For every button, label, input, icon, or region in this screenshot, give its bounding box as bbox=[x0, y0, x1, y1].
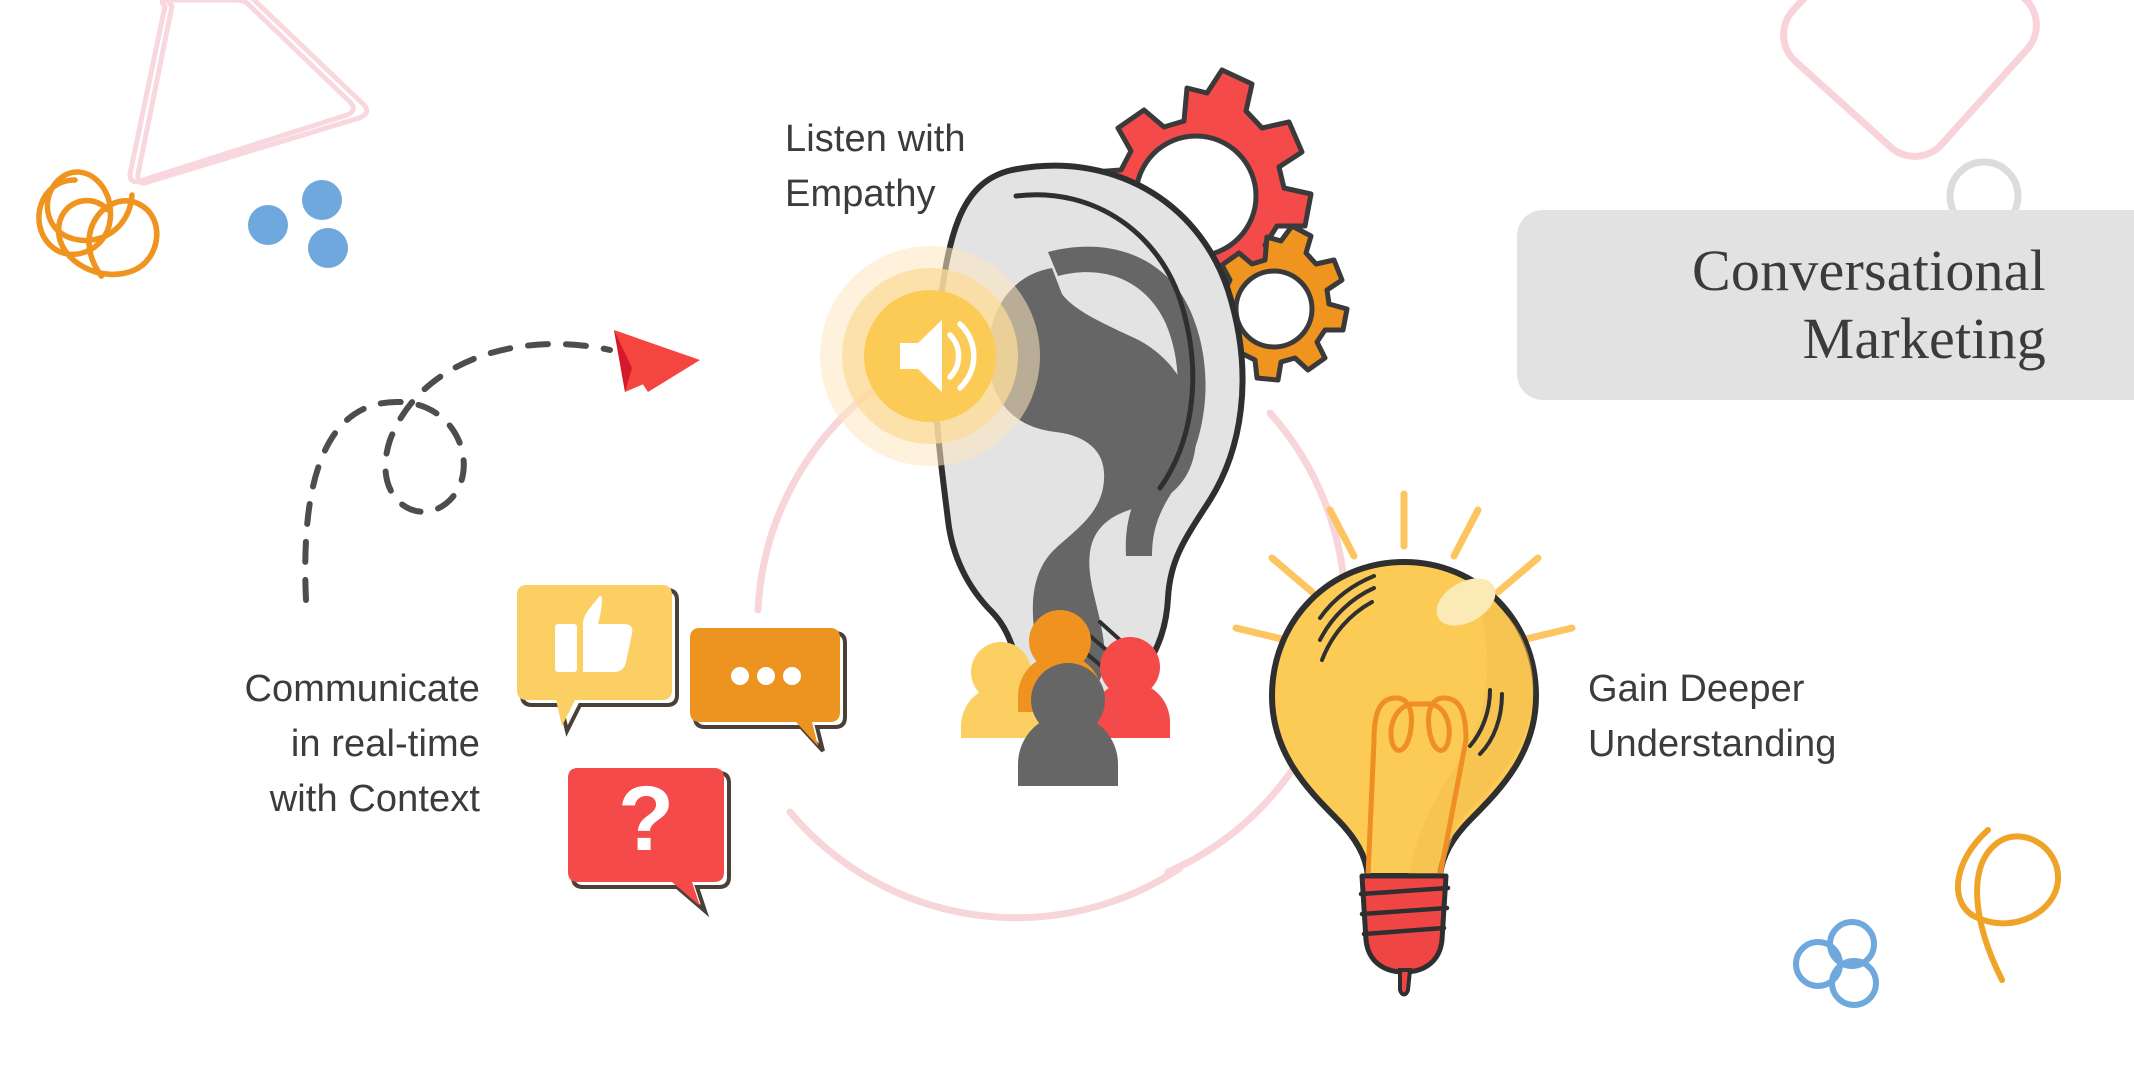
orbit-arc-left bbox=[754, 381, 884, 614]
gear-icon-small bbox=[1201, 223, 1350, 383]
typing-dots-chat-bubble-icon bbox=[690, 628, 847, 753]
svg-text:?: ? bbox=[618, 768, 674, 870]
orange-loop-squiggle bbox=[55, 197, 160, 279]
orange-loop-squiggle-bottom bbox=[1955, 827, 2062, 983]
orbit-arc-right bbox=[1164, 409, 1349, 876]
lightbulb-icon bbox=[1269, 559, 1539, 997]
orbit-arc-bottom bbox=[786, 808, 1184, 922]
thumbs-up-chat-bubble-icon bbox=[517, 585, 679, 737]
person-silhouette-red bbox=[1090, 637, 1170, 738]
pink-rounded-diamond-outline bbox=[1780, 0, 2040, 160]
title-plate: Conversational Marketing bbox=[1517, 210, 2134, 400]
step-label-listen: Listen with Empathy bbox=[785, 118, 966, 215]
dashed-flight-path bbox=[302, 341, 613, 603]
person-silhouette-orange bbox=[1018, 610, 1102, 712]
lightbulb-rays bbox=[1232, 490, 1576, 644]
step-label-communicate: Communicate in real-time with Context bbox=[244, 668, 480, 820]
person-silhouette-yellow bbox=[961, 642, 1041, 738]
paper-plane-icon bbox=[614, 330, 700, 392]
pink-quadrilateral-outline-main bbox=[135, 0, 370, 186]
step-label-gain: Gain Deeper Understanding bbox=[1588, 668, 1837, 765]
blue-dots-cluster bbox=[248, 180, 348, 268]
ear-icon bbox=[931, 162, 1246, 716]
orange-loop-squiggle-b bbox=[36, 169, 135, 258]
question-chat-bubble-icon: ? bbox=[568, 768, 731, 918]
person-silhouette-gray bbox=[1018, 663, 1118, 786]
page-title: Conversational Marketing bbox=[1692, 238, 2046, 371]
speaker-volume-icon bbox=[820, 246, 1040, 466]
blue-rings-cluster bbox=[1793, 919, 1879, 1008]
gear-icon-large bbox=[1087, 67, 1314, 306]
pink-quadrilateral-outline bbox=[127, 0, 356, 185]
